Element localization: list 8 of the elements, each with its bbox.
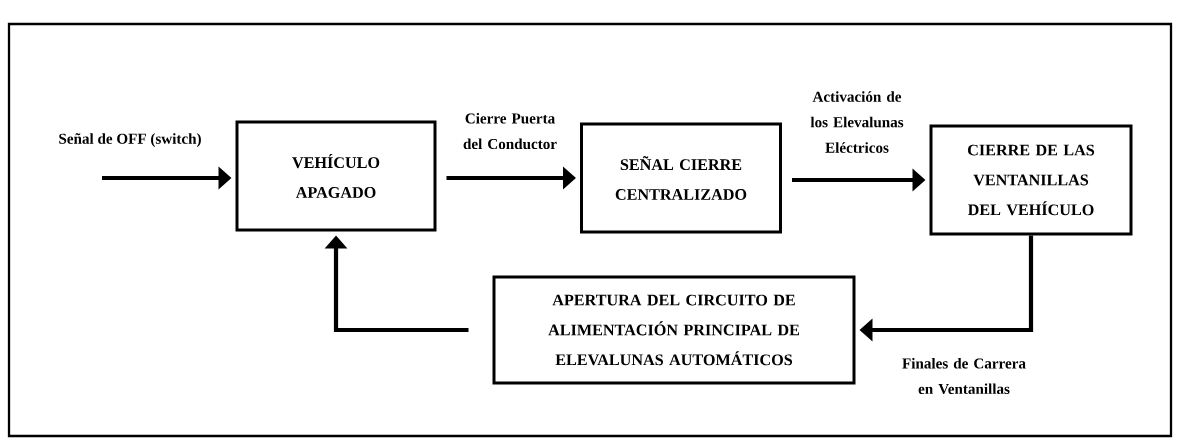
- edge-label: Señal de OFF (switch): [59, 133, 201, 147]
- edge-label: Activación de los Elevalunas Eléctricos: [810, 91, 904, 153]
- process-box: SEÑAL CIERRE CENTRALIZADO: [580, 122, 782, 234]
- edge-label: Cierre Puerta del Conductor: [463, 112, 557, 150]
- process-box: APERTURA DEL CIRCUITO DE ALIMENTACIÓN PRINCIPAL DE ELEVALUNAS AUTOMÁTICOS: [492, 275, 856, 385]
- process-box: CIERRE DE LAS VENTANILLAS DEL VEHÍCULO: [929, 124, 1133, 236]
- edge-label: Finales de Carrera en Ventanillas: [902, 357, 1026, 395]
- process-box: VEHÍCULO APAGADO: [235, 120, 437, 232]
